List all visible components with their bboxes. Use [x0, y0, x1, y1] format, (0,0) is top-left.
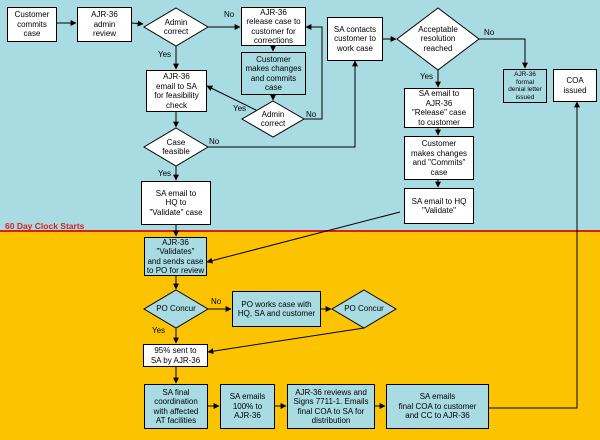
clock-starts-label: 60 Day Clock Starts [5, 221, 85, 231]
admin-correct-label: Admin correct [163, 17, 189, 37]
sa-email-release-box: SA email to AJR-36 "Release" case to cus… [404, 88, 474, 128]
release-to-customer-box: AJR-36 release case to customer for corr… [241, 7, 306, 46]
edge-emails-to-coa [489, 101, 580, 409]
admin-correct-2-label: Admin correct [260, 109, 286, 129]
edge-label-yes-admin-2: Yes [233, 104, 247, 113]
edge-review-to-admin [131, 20, 144, 27]
edge-label-yes-admin-1: Yes [158, 50, 172, 59]
sent-95-box: 95% sent to SA by AJR-36 [143, 344, 208, 367]
admin-review-box: AJR-36 admin review [77, 7, 132, 42]
sa-emails-100-box: SA emails 100% to AJR-36 [220, 384, 275, 429]
ajr-reviews-signs-box: AJR-36 reviews and Signs 7711-1. Emails … [287, 384, 375, 429]
sa-final-coord-box: SA final coordination with affected AT f… [144, 384, 208, 429]
edge-label-no-feasible: No [209, 137, 220, 146]
edge-feasible-no [208, 60, 358, 148]
edge-hq-validate-to-ajr [206, 211, 401, 264]
edge-acceptable-no [479, 38, 528, 69]
edge-label-yes-po: Yes [152, 326, 166, 335]
email-feasibility-box: AJR-36 email to SA for feasibility check [146, 70, 207, 112]
sa-emails-final-box: SA emails final COA to customer and CC t… [386, 384, 489, 429]
edge-label-no-admin-2: No [306, 110, 317, 119]
admin-correct-2-diamond [241, 100, 305, 138]
edge-admin2-no [304, 24, 323, 120]
formal-denial-box: AJR-36 formal denial letter issued [503, 69, 547, 103]
edge-label-no-acceptable: No [484, 28, 495, 37]
customer-changes-2-box: Customer makes changes and "Commits" cas… [404, 136, 474, 180]
edge-label-yes-feasible: Yes [158, 169, 172, 178]
ajr-validates-box: AJR-36 "Validates" and sends case to PO … [144, 237, 207, 276]
po-concur-1-label: PO Concur [156, 304, 196, 314]
customer-changes-1-box: Customer makes changes and commits case [241, 52, 306, 95]
acceptable-resolution-label: Acceptable resolution reached [418, 24, 458, 53]
customer-commits-box: Customer commits case [7, 7, 57, 42]
sa-email-hq-validate-box: SA email to HQ "Validate" [404, 188, 474, 224]
edge-label-no-admin-1: No [224, 10, 235, 19]
edge-admin2-yes [206, 85, 257, 111]
case-feasible-label: Case feasible [162, 137, 190, 157]
sa-contacts-customer-box: SA contacts customer to work case [327, 17, 383, 61]
edge-label-yes-acceptable: Yes [420, 72, 434, 81]
sa-email-validate-box: SA email to HQ to "Validate" case [141, 181, 211, 225]
edge-label-no-po: No [211, 297, 222, 306]
po-concur-2-label: PO Concur [344, 304, 384, 314]
coa-issued-box: COA issued [553, 69, 597, 102]
po-works-case-box: PO works case with HQ, SA and customer [232, 291, 321, 327]
edge-po2-to-95 [207, 327, 365, 355]
